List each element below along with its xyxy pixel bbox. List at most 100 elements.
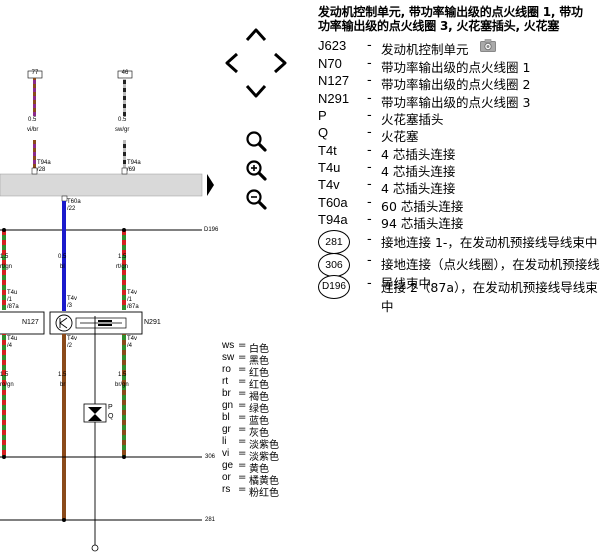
pin-t4v-4-num: /4: [127, 343, 133, 349]
connection-desc: 连接 2（87a），在发动机预接线导线束中: [381, 280, 598, 314]
nav-down-icon[interactable]: [243, 78, 269, 104]
wire-sw-gr: [123, 78, 126, 116]
wire-br-gn: [122, 334, 126, 456]
wire-size-d2: 1.5: [118, 254, 127, 260]
zoom-fit-icon[interactable]: [245, 130, 267, 152]
component-code: T4t: [318, 143, 337, 158]
legend-name: 黄色: [249, 464, 269, 475]
zoom-in-icon[interactable]: [245, 159, 267, 181]
pin-t4v-4: T4v: [127, 336, 138, 342]
component-code: J623: [318, 38, 347, 53]
legend-eq: =: [238, 436, 247, 447]
component-code: T4u: [318, 160, 341, 175]
legend-code: ws: [222, 340, 235, 351]
wire-size-d1: 1.5: [0, 254, 9, 260]
legend-eq: =: [238, 388, 247, 399]
pin-t4u-4-num: /4: [7, 343, 13, 349]
legend-eq: =: [238, 460, 247, 471]
component-desc: 4 芯插头连接: [381, 181, 456, 196]
legend-name: 白色: [249, 344, 269, 355]
component-code: T94a: [318, 212, 348, 227]
legend-code: li: [222, 436, 227, 447]
separator: -: [367, 73, 372, 88]
wire-color-g: br/gn: [115, 382, 129, 388]
wire-size-g: 1.5: [118, 372, 127, 378]
separator: -: [367, 160, 372, 175]
coil-n291-symbol: [55, 314, 73, 332]
zoom-out-icon[interactable]: [245, 188, 267, 210]
legend-eq: =: [238, 340, 247, 351]
coil-n127: [0, 311, 45, 335]
nav-up-icon[interactable]: [243, 22, 269, 48]
legend-code: gn: [222, 400, 234, 411]
wire-br: [62, 334, 66, 520]
separator: -: [367, 91, 372, 106]
legend-eq: =: [238, 400, 247, 411]
camera-icon[interactable]: [480, 39, 496, 52]
ecu-j623-bar: [0, 173, 203, 197]
wire-color-c: bl: [60, 264, 65, 270]
legend-name: 红色: [249, 368, 269, 379]
legend-eq: =: [238, 448, 247, 459]
ecu-arrow: [207, 174, 214, 196]
circuit-diagram: [0, 70, 214, 552]
component-desc: 火花塞: [381, 129, 419, 144]
component-desc: 带功率输出级的点火线圈 3: [381, 95, 531, 110]
legend-eq: =: [238, 412, 247, 423]
component-code: T4v: [318, 177, 340, 192]
connection-desc: 接地连接（点火线圈），在发动机预接线导线束中: [381, 257, 600, 291]
pin-t4u-4: T4u: [7, 336, 18, 342]
legend-name: 绿色: [249, 404, 269, 415]
pin-t94a-69: T94a: [127, 160, 141, 166]
legend-eq: =: [238, 484, 247, 495]
coil-label-n127: N127: [22, 319, 39, 326]
separator: -: [367, 253, 372, 268]
legend-name: 灰色: [249, 428, 269, 439]
legend-code: rt: [222, 376, 229, 387]
wire-size-b: 0.5: [118, 117, 127, 123]
wire-bl-lower: [2, 334, 6, 456]
separator: -: [367, 38, 372, 53]
component-desc: 4 芯插头连接: [381, 147, 456, 162]
separator: -: [367, 195, 372, 210]
nav-right-icon[interactable]: [267, 50, 293, 76]
legend-code: bl: [222, 412, 230, 423]
pin-t4u-1-87a: /87a: [7, 304, 19, 310]
separator: -: [367, 108, 372, 123]
component-desc: 火花塞插头: [381, 112, 444, 127]
pin-t94a-69-num: /69: [127, 167, 136, 173]
legend-name: 橘黄色: [249, 476, 279, 487]
legend-name: 淡紫色: [249, 452, 279, 463]
legend-code: sw: [222, 352, 235, 363]
rail-label-306: 306: [205, 454, 216, 460]
component-desc: 94 芯插头连接: [381, 216, 464, 231]
diagram-title-line2: 功率输出级的点火线圈 3, 火花塞插头, 火花塞: [318, 19, 560, 33]
component-code: N70: [318, 56, 342, 71]
component-code: T60a: [318, 195, 348, 210]
pin-t4v-1-num: /1: [127, 297, 133, 303]
wire-color-f: br: [60, 382, 66, 388]
wire-color-d2: rt/gn: [116, 264, 129, 270]
nav-left-icon[interactable]: [219, 50, 245, 76]
wire-color-d1: rt/gn: [0, 264, 13, 270]
plug-label-q: Q: [108, 413, 114, 420]
legend-name: 红色: [249, 380, 269, 391]
pin-t4u-1-num: /1: [7, 297, 13, 303]
legend-code: br: [222, 388, 231, 399]
component-desc: 4 芯插头连接: [381, 164, 456, 179]
separator: -: [367, 143, 372, 158]
component-desc: 带功率输出级的点火线圈 1: [381, 60, 531, 75]
pin-t60a-22: T60a: [67, 199, 81, 205]
wire-vi-br: [33, 78, 36, 116]
legend-eq: =: [238, 352, 247, 363]
component-code: N127: [318, 73, 350, 88]
component-desc: 带功率输出级的点火线圈 2: [381, 77, 531, 92]
component-desc: 60 芯插头连接: [381, 199, 464, 214]
rail-label-281: 281: [205, 517, 216, 523]
box-label-46: 46: [121, 70, 129, 76]
legend-eq: =: [238, 364, 247, 375]
legend-code: gr: [222, 424, 231, 435]
plug-label-p: P: [108, 404, 113, 411]
coil-label-n291: N291: [144, 319, 161, 326]
